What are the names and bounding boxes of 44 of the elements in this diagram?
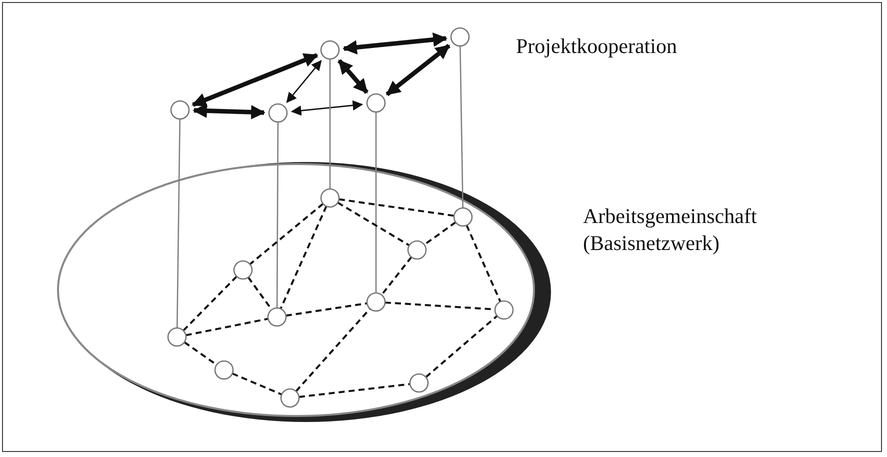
network-node <box>453 207 473 227</box>
dashed-link <box>184 341 218 366</box>
dashed-link <box>380 256 412 296</box>
dashed-link <box>249 202 324 266</box>
network-node <box>214 360 234 380</box>
network-node <box>320 188 340 208</box>
layer-label: Projektkooperation <box>516 33 678 60</box>
dashed-link <box>286 302 368 317</box>
dashed-link <box>466 224 502 302</box>
network-node <box>450 27 470 47</box>
connecting-line <box>375 112 377 293</box>
double-arrow <box>337 59 369 94</box>
dashed-link <box>425 315 498 378</box>
dashed-link <box>186 318 268 336</box>
network-node <box>366 292 386 312</box>
connecting-line <box>176 119 181 328</box>
double-arrow <box>192 53 318 107</box>
connecting-line <box>460 46 464 208</box>
double-arrow <box>286 60 322 103</box>
network-node <box>170 100 190 120</box>
dashed-link <box>424 221 456 246</box>
layer-label: Arbeitsgemeinschaft (Basisnetzwerk) <box>583 203 758 257</box>
network-node <box>233 260 253 280</box>
dashed-link <box>232 372 282 396</box>
dashed-link <box>298 383 410 398</box>
network-node <box>366 93 386 113</box>
double-arrow <box>290 100 364 116</box>
network-node <box>268 103 288 123</box>
network-node <box>494 300 514 320</box>
dashed-link <box>338 198 454 217</box>
network-node <box>409 373 429 393</box>
double-arrow <box>192 104 266 120</box>
dashed-link <box>182 276 238 332</box>
network-node <box>167 327 187 347</box>
dashed-link <box>280 206 328 310</box>
double-arrow <box>386 44 450 96</box>
dashed-link <box>337 202 410 246</box>
double-arrow <box>342 32 448 54</box>
connecting-line <box>329 59 331 189</box>
network-node <box>267 307 287 327</box>
network-node <box>407 240 427 260</box>
network-node <box>320 40 340 60</box>
connecting-line <box>276 122 279 308</box>
network-node <box>280 388 300 408</box>
